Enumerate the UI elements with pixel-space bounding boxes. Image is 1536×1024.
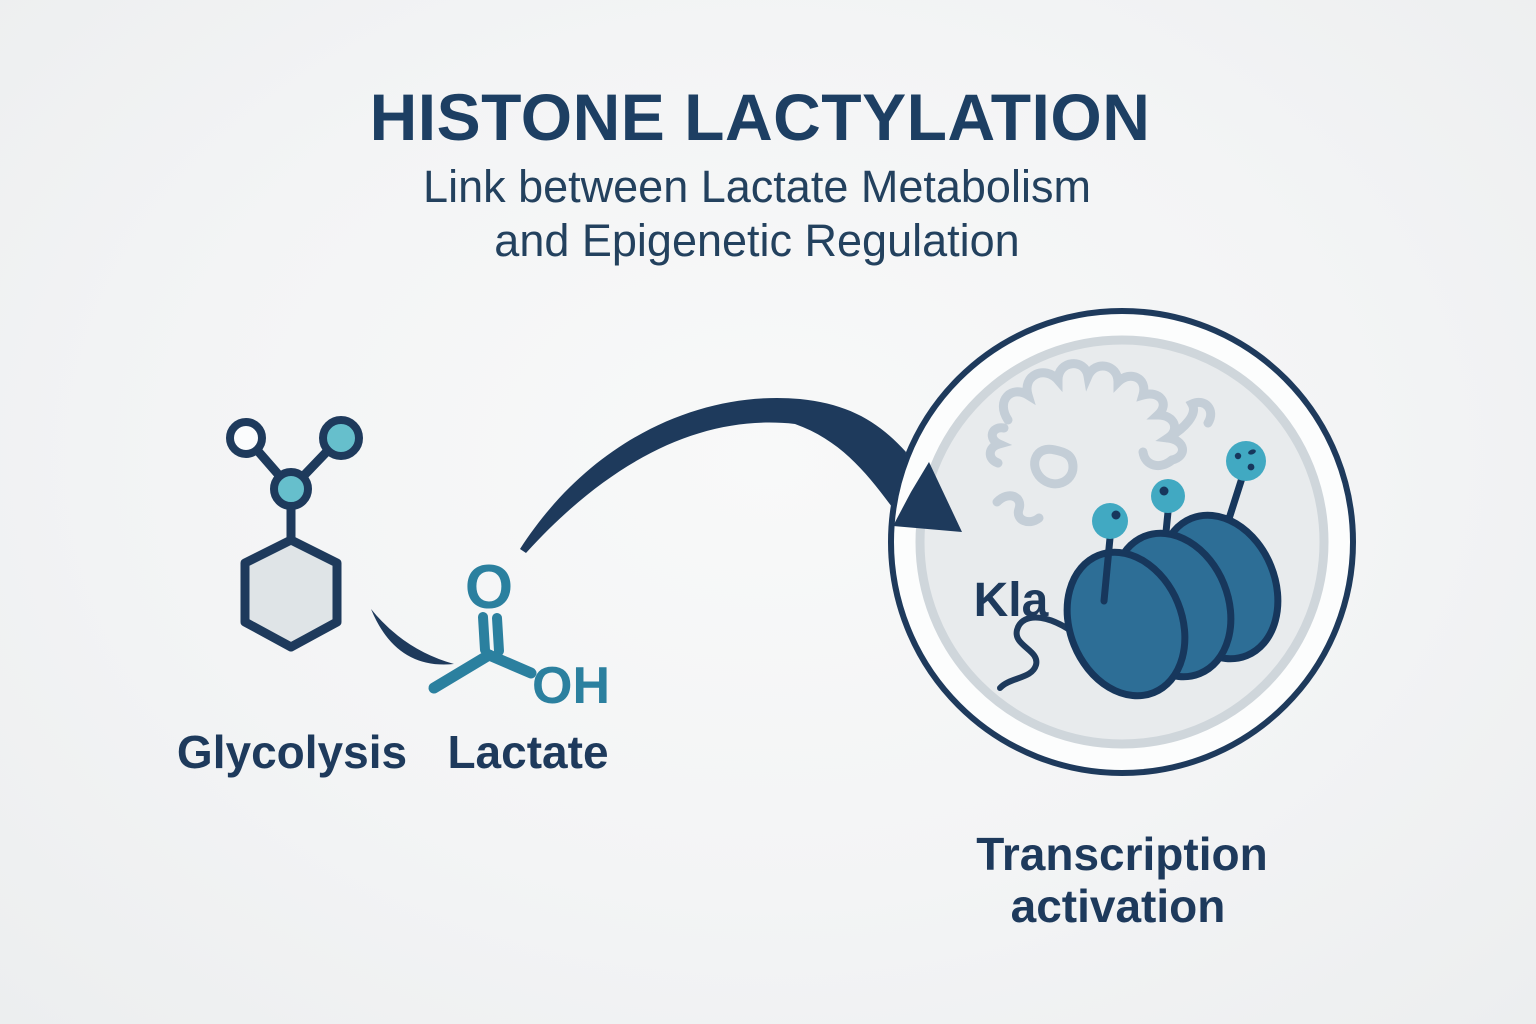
lactyl-mark-dot [1247,463,1255,471]
atom-circle-teal-right [319,416,363,460]
lactyl-mark-icon [1151,479,1185,513]
chromatin-strand [1138,447,1177,471]
atom-circle-teal-center [270,468,312,510]
methyl-bond [428,649,495,694]
chromatin-strand [992,491,1044,527]
cell-nucleus-icon: Kla [888,308,1356,776]
oxygen-atom-label: O [465,553,513,622]
subtitle-line-1: Link between Lactate Metabolism [423,161,1091,212]
reaction-swoosh-icon [371,609,454,665]
chromatin-strand [1030,444,1078,489]
glycolysis-label: Glycolysis [177,726,407,778]
page-title: HISTONE LACTYLATION [370,80,1151,154]
hydroxyl-bond [483,649,537,679]
chromatin-strand [998,359,1187,465]
lactyl-mark-head-left [1092,503,1128,539]
arrow-shaft [520,397,906,553]
lactyl-mark-icon [1092,503,1128,539]
arrow-head [893,462,962,532]
lactyl-mark-dot [1248,449,1256,455]
atom-circle-white [226,418,266,458]
chromatin-strand [985,423,1013,468]
chromatin-strand [1163,398,1216,443]
lactyl-mark-icon [1226,441,1266,481]
nucleosome-icon [997,441,1282,700]
lactyl-mark-dot [1159,486,1169,496]
carbonyl-double-bond-2 [492,613,504,656]
dna-tail [997,614,1091,691]
lactate-label: Lactate [447,726,608,778]
carbonyl-double-bond-1 [478,612,490,655]
transcription-caption-line-2: activation [1011,880,1226,932]
subtitle-line-2: and Epigenetic Regulation [494,215,1019,266]
hydroxyl-atom-label: OH [532,657,610,715]
lactyl-mark-head-middle [1151,479,1185,513]
lactyl-mark-stem-left [1100,534,1114,605]
lactyl-mark-dot [1111,510,1121,520]
hexagon-ring [240,535,342,652]
curved-arrow-icon [520,397,962,553]
glycolysis-molecule-icon [226,416,363,652]
transcription-caption-line-1: Transcription [976,828,1267,880]
chromatin-icon [985,359,1216,527]
lactate-structure-icon: O OH [428,553,610,715]
lactyl-mark-dot [1234,452,1242,460]
histone-disc-front [1063,548,1189,700]
lactyl-mark-head-right [1226,441,1266,481]
